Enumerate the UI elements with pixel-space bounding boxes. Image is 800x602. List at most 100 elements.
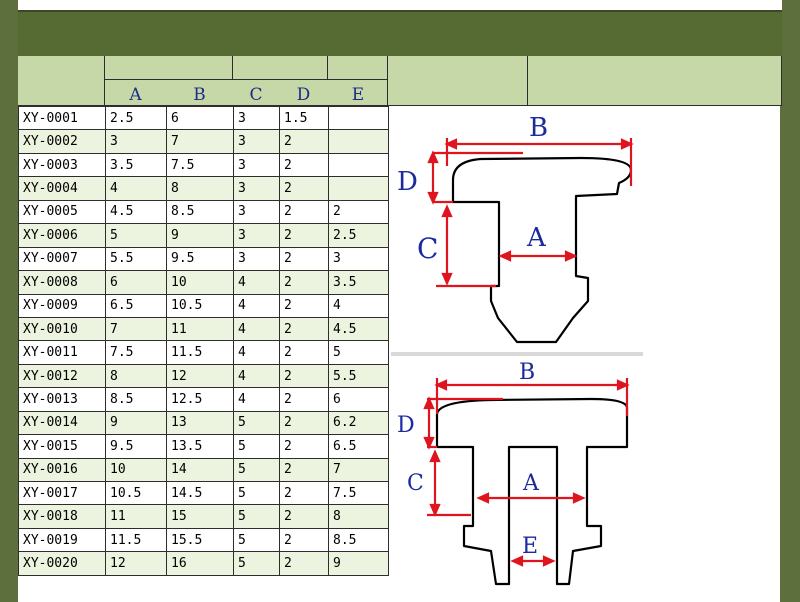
dimension-cell-e: 6.5 <box>328 434 389 459</box>
label-c-bottom: C <box>407 471 424 496</box>
dimension-cell-e: 7 <box>328 457 389 483</box>
diagram-panel: B D C A <box>391 106 643 588</box>
dimension-cell-e: 7.5 <box>328 480 389 506</box>
dimension-cell-e: 6.2 <box>328 410 389 436</box>
dimension-cell-d: 2 <box>279 199 329 225</box>
dimension-cell-d: 2 <box>279 129 329 154</box>
dimension-cell-d: 2 <box>279 363 329 389</box>
dimension-cell-e <box>328 176 389 201</box>
dimension-cell-c: 3 <box>233 176 280 201</box>
dimension-cell-c: 5 <box>233 551 280 576</box>
part-code-cell: XY-0011 <box>18 340 106 365</box>
dimension-cell-e: 2 <box>328 199 389 225</box>
col-header-d: D <box>296 85 311 105</box>
label-b-top: B <box>529 113 548 143</box>
dimension-cell-d: 2 <box>279 223 329 248</box>
dimension-cell-c: 3 <box>233 152 280 178</box>
dimension-cell-a: 10.5 <box>105 480 167 506</box>
dimension-cell-a: 8.5 <box>105 387 167 412</box>
dimension-cell-c: 4 <box>233 293 280 318</box>
dimension-cell-d: 2 <box>279 504 329 529</box>
part-code-cell: XY-0003 <box>18 152 106 178</box>
col-header-c: C <box>249 85 263 105</box>
part-code-cell: XY-0001 <box>18 105 106 131</box>
dimension-cell-e: 4.5 <box>328 316 389 342</box>
dimension-cell-e: 3.5 <box>328 270 389 295</box>
dimension-cell-d: 2 <box>279 293 329 318</box>
dimension-cell-a: 6 <box>105 270 167 295</box>
dimension-cell-c: 5 <box>233 480 280 506</box>
part-code-cell: XY-0009 <box>18 293 106 318</box>
col-header-e: E <box>351 85 365 105</box>
dimension-cell-c: 5 <box>233 410 280 436</box>
dimension-cell-e: 5.5 <box>328 363 389 389</box>
dimension-cell-e: 9 <box>328 551 389 576</box>
dimension-cell-c: 4 <box>233 270 280 295</box>
dimension-cell-a: 10 <box>105 457 167 483</box>
part-code-cell: XY-0004 <box>18 176 106 201</box>
dimension-cell-a: 3.5 <box>105 152 167 178</box>
header-image-cell <box>388 56 528 106</box>
dimension-cell-a: 8 <box>105 363 167 389</box>
dimension-cell-e: 8 <box>328 504 389 529</box>
dimension-cell-b: 9.5 <box>166 246 234 272</box>
dimension-cell-e: 3 <box>328 246 389 272</box>
dimension-cell-b: 11 <box>166 316 234 342</box>
dimension-cell-b: 9 <box>166 223 234 248</box>
dimension-cell-b: 10 <box>166 270 234 295</box>
dimension-cell-e <box>328 152 389 178</box>
top-strip <box>18 0 782 12</box>
dimension-cell-a: 7 <box>105 316 167 342</box>
dimension-cell-e <box>328 105 389 131</box>
dimension-cell-e: 4 <box>328 293 389 318</box>
dimension-cell-d: 2 <box>279 410 329 436</box>
diagram-svg: B D C A <box>397 113 634 586</box>
dimension-cell-e: 6 <box>328 387 389 412</box>
dimension-cell-d: 1.5 <box>279 105 329 131</box>
header-group-cell <box>233 56 328 80</box>
part-code-cell: XY-0006 <box>18 223 106 248</box>
dimension-cell-b: 14.5 <box>166 480 234 506</box>
col-header-a: A <box>129 85 142 105</box>
dimension-cell-c: 4 <box>233 387 280 412</box>
label-d-bottom: D <box>397 413 415 438</box>
header-group-cell <box>105 56 233 80</box>
dimension-cell-c: 4 <box>233 340 280 365</box>
dimension-cell-b: 13.5 <box>166 434 234 459</box>
label-a-bottom: A <box>522 471 540 496</box>
header-image-cell <box>528 56 782 106</box>
label-b-bottom: B <box>519 360 535 385</box>
dimension-cell-b: 12.5 <box>166 387 234 412</box>
dimension-cell-e: 8.5 <box>328 527 389 553</box>
part-code-cell: XY-0002 <box>18 129 106 154</box>
label-e-bottom: E <box>522 534 538 559</box>
dimension-cell-c: 4 <box>233 316 280 342</box>
part-code-cell: XY-0008 <box>18 270 106 295</box>
part-code-cell: XY-0014 <box>18 410 106 436</box>
dimension-cell-b: 10.5 <box>166 293 234 318</box>
dimension-cell-d: 2 <box>279 246 329 272</box>
dimension-cell-d: 2 <box>279 387 329 412</box>
dimension-cell-b: 7.5 <box>166 152 234 178</box>
part-code-cell: XY-0016 <box>18 457 106 483</box>
col-header-b: B <box>193 85 206 105</box>
title-band <box>18 12 782 58</box>
dimension-cell-c: 3 <box>233 105 280 131</box>
dimension-cell-a: 9.5 <box>105 434 167 459</box>
dimension-cell-b: 13 <box>166 410 234 436</box>
dimension-cell-c: 5 <box>233 504 280 529</box>
label-c-top: C <box>417 232 438 265</box>
